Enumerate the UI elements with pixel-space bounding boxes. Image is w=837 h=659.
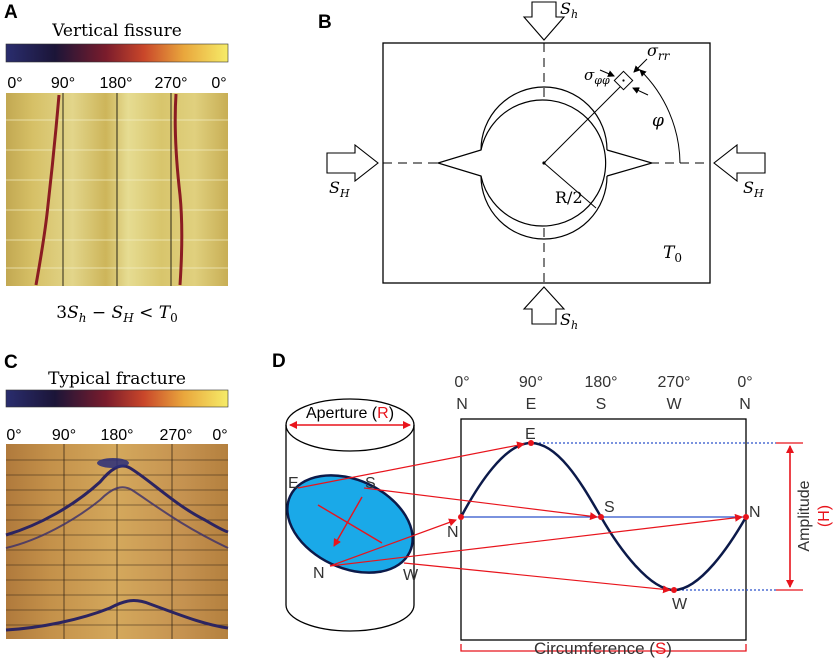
ellipse-cross-line	[317, 504, 383, 544]
stress-element	[599, 58, 649, 96]
mapping-arrow-n-left	[329, 518, 457, 567]
direction-tick: N	[739, 396, 751, 413]
panel-a-tick: 90°	[51, 75, 75, 92]
sh-arrow-bottom	[522, 286, 566, 325]
sigma-rr-label: σrr	[647, 41, 671, 63]
panel-d-letter: D	[272, 351, 286, 372]
sh-label-bottom: Sh	[560, 310, 578, 332]
curve-label-s: S	[604, 499, 615, 516]
panel-a-title: Vertical fissure	[51, 21, 182, 41]
curve-label-n-right: N	[749, 504, 761, 521]
mapping-arrow-s	[363, 487, 598, 521]
curve-label-w: W	[672, 596, 688, 613]
panel-a-tick: 180°	[99, 75, 132, 92]
ellipse-cross-line	[333, 496, 363, 547]
panel-c-tick: 0°	[212, 427, 227, 444]
degree-tick: 270°	[657, 374, 690, 391]
phi-label: φ	[652, 111, 664, 131]
panel-b: B σrr σφφ φ R/2 T0	[318, 0, 766, 332]
panel-c-letter: C	[4, 352, 18, 373]
direction-tick: S	[596, 396, 607, 413]
fracture-upper-2	[5, 486, 229, 549]
panel-a-caption: 3Sh − SH < T0	[56, 303, 177, 325]
sH-label-right: SH	[743, 178, 764, 200]
aperture-label: Aperture (R)	[306, 405, 394, 422]
phi-arc	[639, 69, 681, 164]
sh-label-top: Sh	[560, 0, 578, 21]
panel-c: C Typical fracture 0° 90° 180° 270° 0°	[4, 352, 229, 639]
curve-label-e: E	[525, 426, 536, 443]
panel-c-log-image	[5, 444, 229, 639]
panel-a: A Vertical fissure 0° 90° 180° 270° 0° 3…	[4, 2, 229, 325]
panel-a-tick: 0°	[7, 75, 22, 92]
direction-tick: W	[666, 396, 682, 413]
degree-tick: 90°	[519, 374, 543, 391]
panel-a-tick: 270°	[154, 75, 187, 92]
panel-c-tick: 90°	[52, 427, 76, 444]
fissure-right	[173, 93, 184, 286]
fracture-upper	[5, 464, 229, 537]
sh-arrow-top	[522, 1, 566, 41]
amplitude-symbol: (H)	[816, 505, 833, 527]
phi-ray	[543, 82, 625, 164]
panel-a-log-image	[6, 93, 228, 286]
degree-tick: 180°	[584, 374, 617, 391]
fracture-lower	[5, 599, 229, 632]
sH-label-left: SH	[329, 178, 350, 200]
direction-tick: E	[526, 396, 537, 413]
amplitude-label: Amplitude	[796, 480, 813, 551]
panel-a-letter: A	[4, 2, 18, 23]
t0-label: T0	[663, 243, 682, 265]
ellipse-label-w: W	[403, 567, 419, 584]
ellipse-label-s: S	[365, 475, 376, 492]
curve-label-n-left: N	[447, 524, 459, 541]
sH-arrow-right	[713, 143, 766, 183]
fissure-left	[34, 94, 61, 286]
sigma-phiphi-label: σφφ	[584, 66, 610, 87]
degree-tick: 0°	[454, 374, 469, 391]
panel-c-title: Typical fracture	[48, 369, 186, 389]
panel-c-tick: 180°	[100, 427, 133, 444]
degree-tick: 0°	[737, 374, 752, 391]
mapping-arrow-n-right	[329, 513, 743, 567]
sH-arrow-left	[326, 143, 379, 183]
panel-b-letter: B	[318, 12, 332, 33]
unrolled-log-box	[460, 418, 747, 641]
panel-c-colorbar	[5, 389, 229, 408]
panel-a-colorbar	[5, 43, 229, 63]
panel-c-tick: 0°	[6, 427, 21, 444]
borehole	[435, 86, 655, 240]
mapping-arrow-w	[403, 562, 671, 594]
mapping-arrow-e	[297, 441, 525, 489]
panel-c-tick: 270°	[159, 427, 192, 444]
radius-line	[543, 162, 597, 209]
radius-label: R/2	[555, 188, 583, 207]
ellipse-label-e: E	[288, 475, 299, 492]
direction-tick: N	[456, 396, 468, 413]
circumference-bracket	[460, 644, 747, 652]
ellipse-label-n: N	[313, 565, 325, 582]
circumference-label: Circumference (S)	[534, 639, 672, 658]
panel-a-tick: 0°	[211, 75, 226, 92]
panel-d: D Aperture (R) E S N W 0° 90° 180° 270° …	[272, 351, 833, 658]
stress-arrows	[326, 1, 766, 325]
